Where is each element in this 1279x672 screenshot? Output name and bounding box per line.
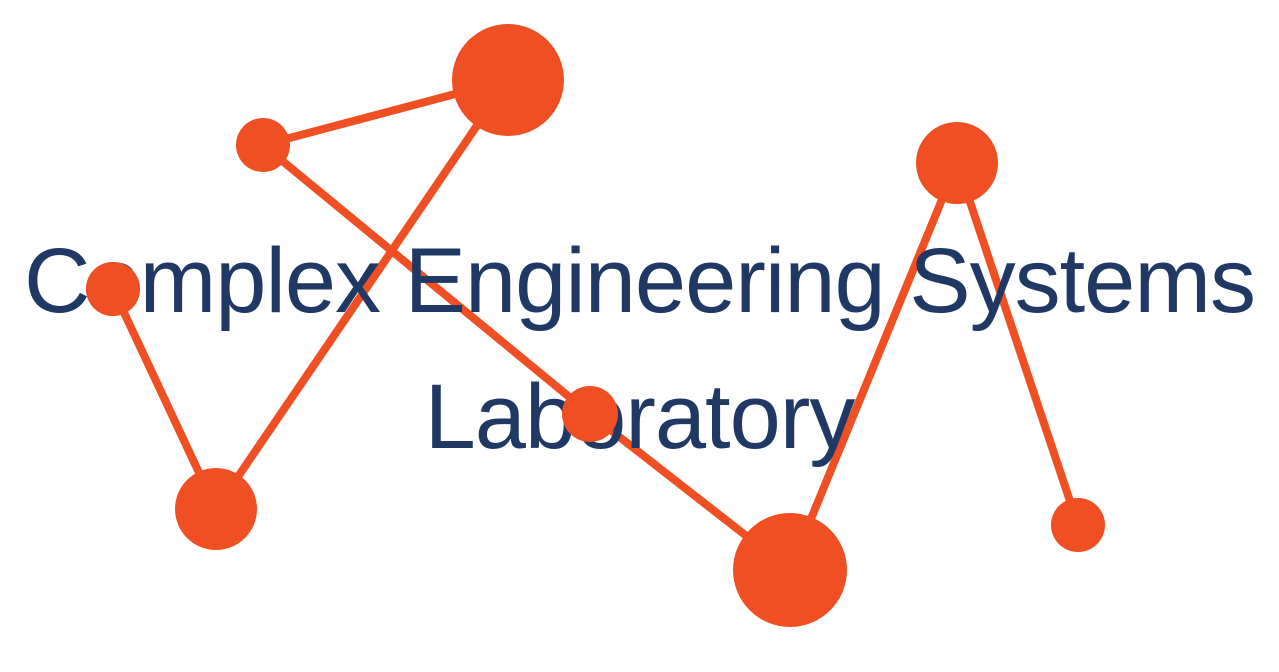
- graph-node: [236, 118, 290, 172]
- graph-node: [733, 513, 847, 627]
- graph-node: [175, 468, 257, 550]
- graph-node: [1051, 498, 1105, 552]
- graph-node: [452, 24, 564, 136]
- graph-edge: [786, 159, 961, 574]
- graph-node: [916, 122, 998, 204]
- logo-title-line2: Laboratory: [424, 366, 856, 468]
- graph-edge: [259, 141, 594, 418]
- logo-title-line1: Complex Engineering Systems: [24, 230, 1256, 332]
- graph-edge: [212, 76, 512, 513]
- graph-edge: [953, 159, 1082, 529]
